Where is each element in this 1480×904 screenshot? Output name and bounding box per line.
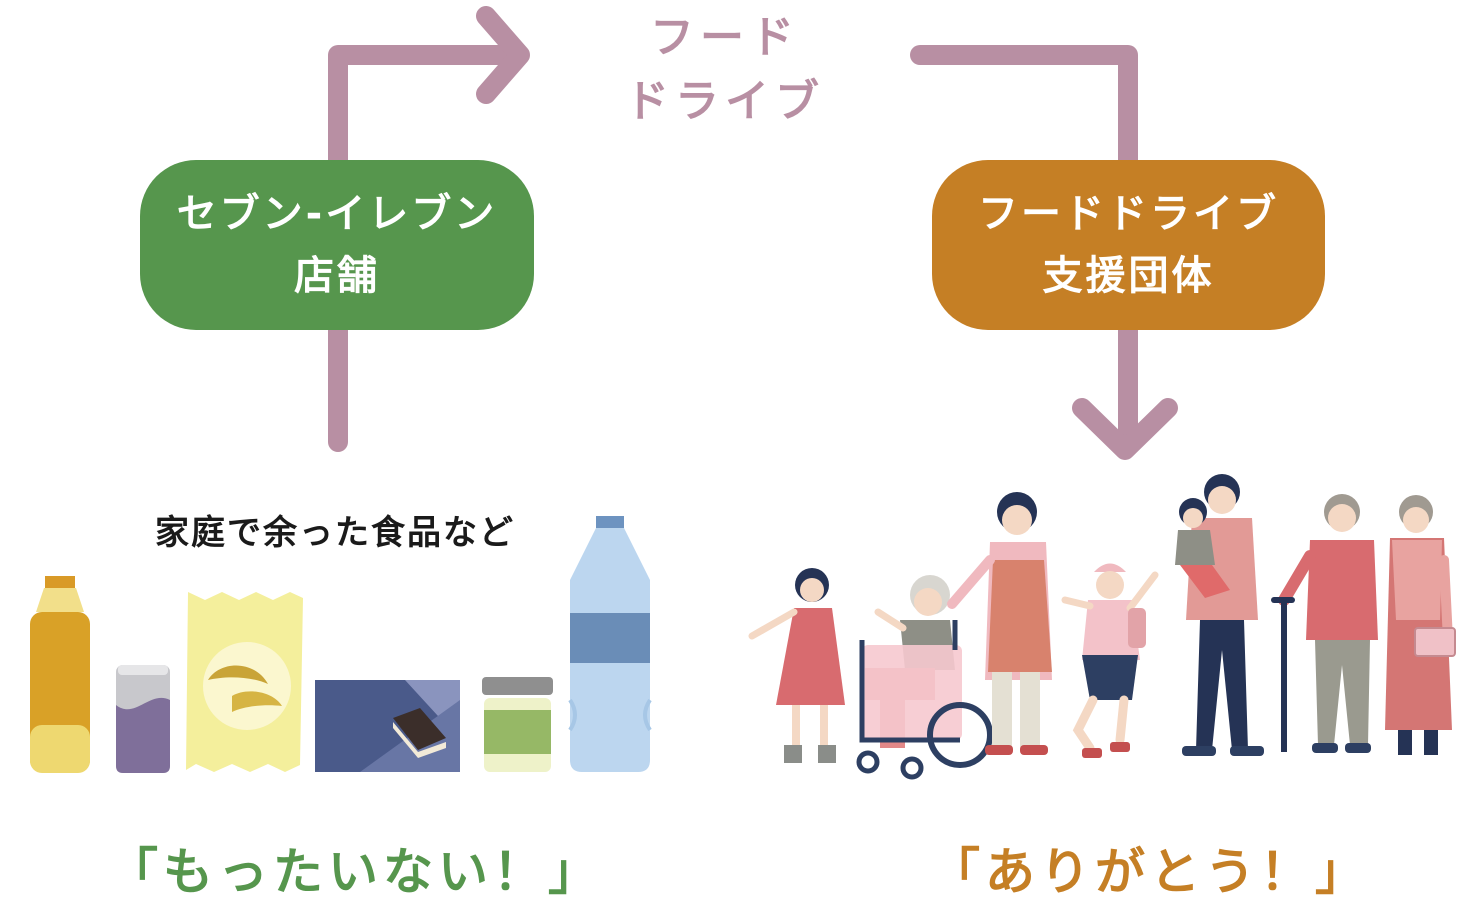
mottainai-quote: 「もったいない！」 — [108, 843, 603, 901]
food-caption: 家庭で余った食品など — [155, 513, 515, 553]
caregiver-icon — [947, 492, 1052, 755]
juice-bottle-icon — [30, 576, 90, 773]
org-box-line1: フードドライブ — [978, 191, 1279, 237]
child-jumping-icon — [1061, 563, 1159, 758]
people — [748, 474, 1456, 780]
food-items — [30, 516, 652, 773]
water-bottle-icon — [568, 516, 652, 772]
soda-can-icon — [116, 665, 170, 773]
drive-to-org-arrowhead — [1072, 398, 1178, 460]
food-drive-label-line2: ドライブ — [625, 76, 825, 127]
store-box-line1: セブン-イレブン — [176, 191, 498, 237]
jar-icon — [482, 677, 553, 772]
store-to-drive-arrowhead — [476, 6, 530, 104]
org-box-line2: 支援団体 — [1042, 253, 1215, 299]
chips-bag-icon — [186, 592, 303, 772]
food-drive-label: フード ドライブ — [590, 6, 860, 134]
parent-with-baby-icon — [1175, 474, 1264, 756]
cookie-pack-icon — [315, 680, 460, 772]
girl-icon — [748, 568, 845, 763]
food-drive-support-org-box: フードドライブ 支援団体 — [932, 160, 1325, 330]
food-drive-label-line1: フード — [650, 12, 800, 63]
elderly-man-cane-icon — [1271, 494, 1378, 753]
arigatou-quote: 「ありがとう！」 — [930, 843, 1370, 901]
store-box-line2: 店舗 — [294, 253, 380, 299]
seven-eleven-store-box: セブン-イレブン 店舗 — [140, 160, 534, 330]
wheelchair-elder-icon — [856, 575, 993, 780]
elderly-woman-icon — [1385, 495, 1456, 755]
